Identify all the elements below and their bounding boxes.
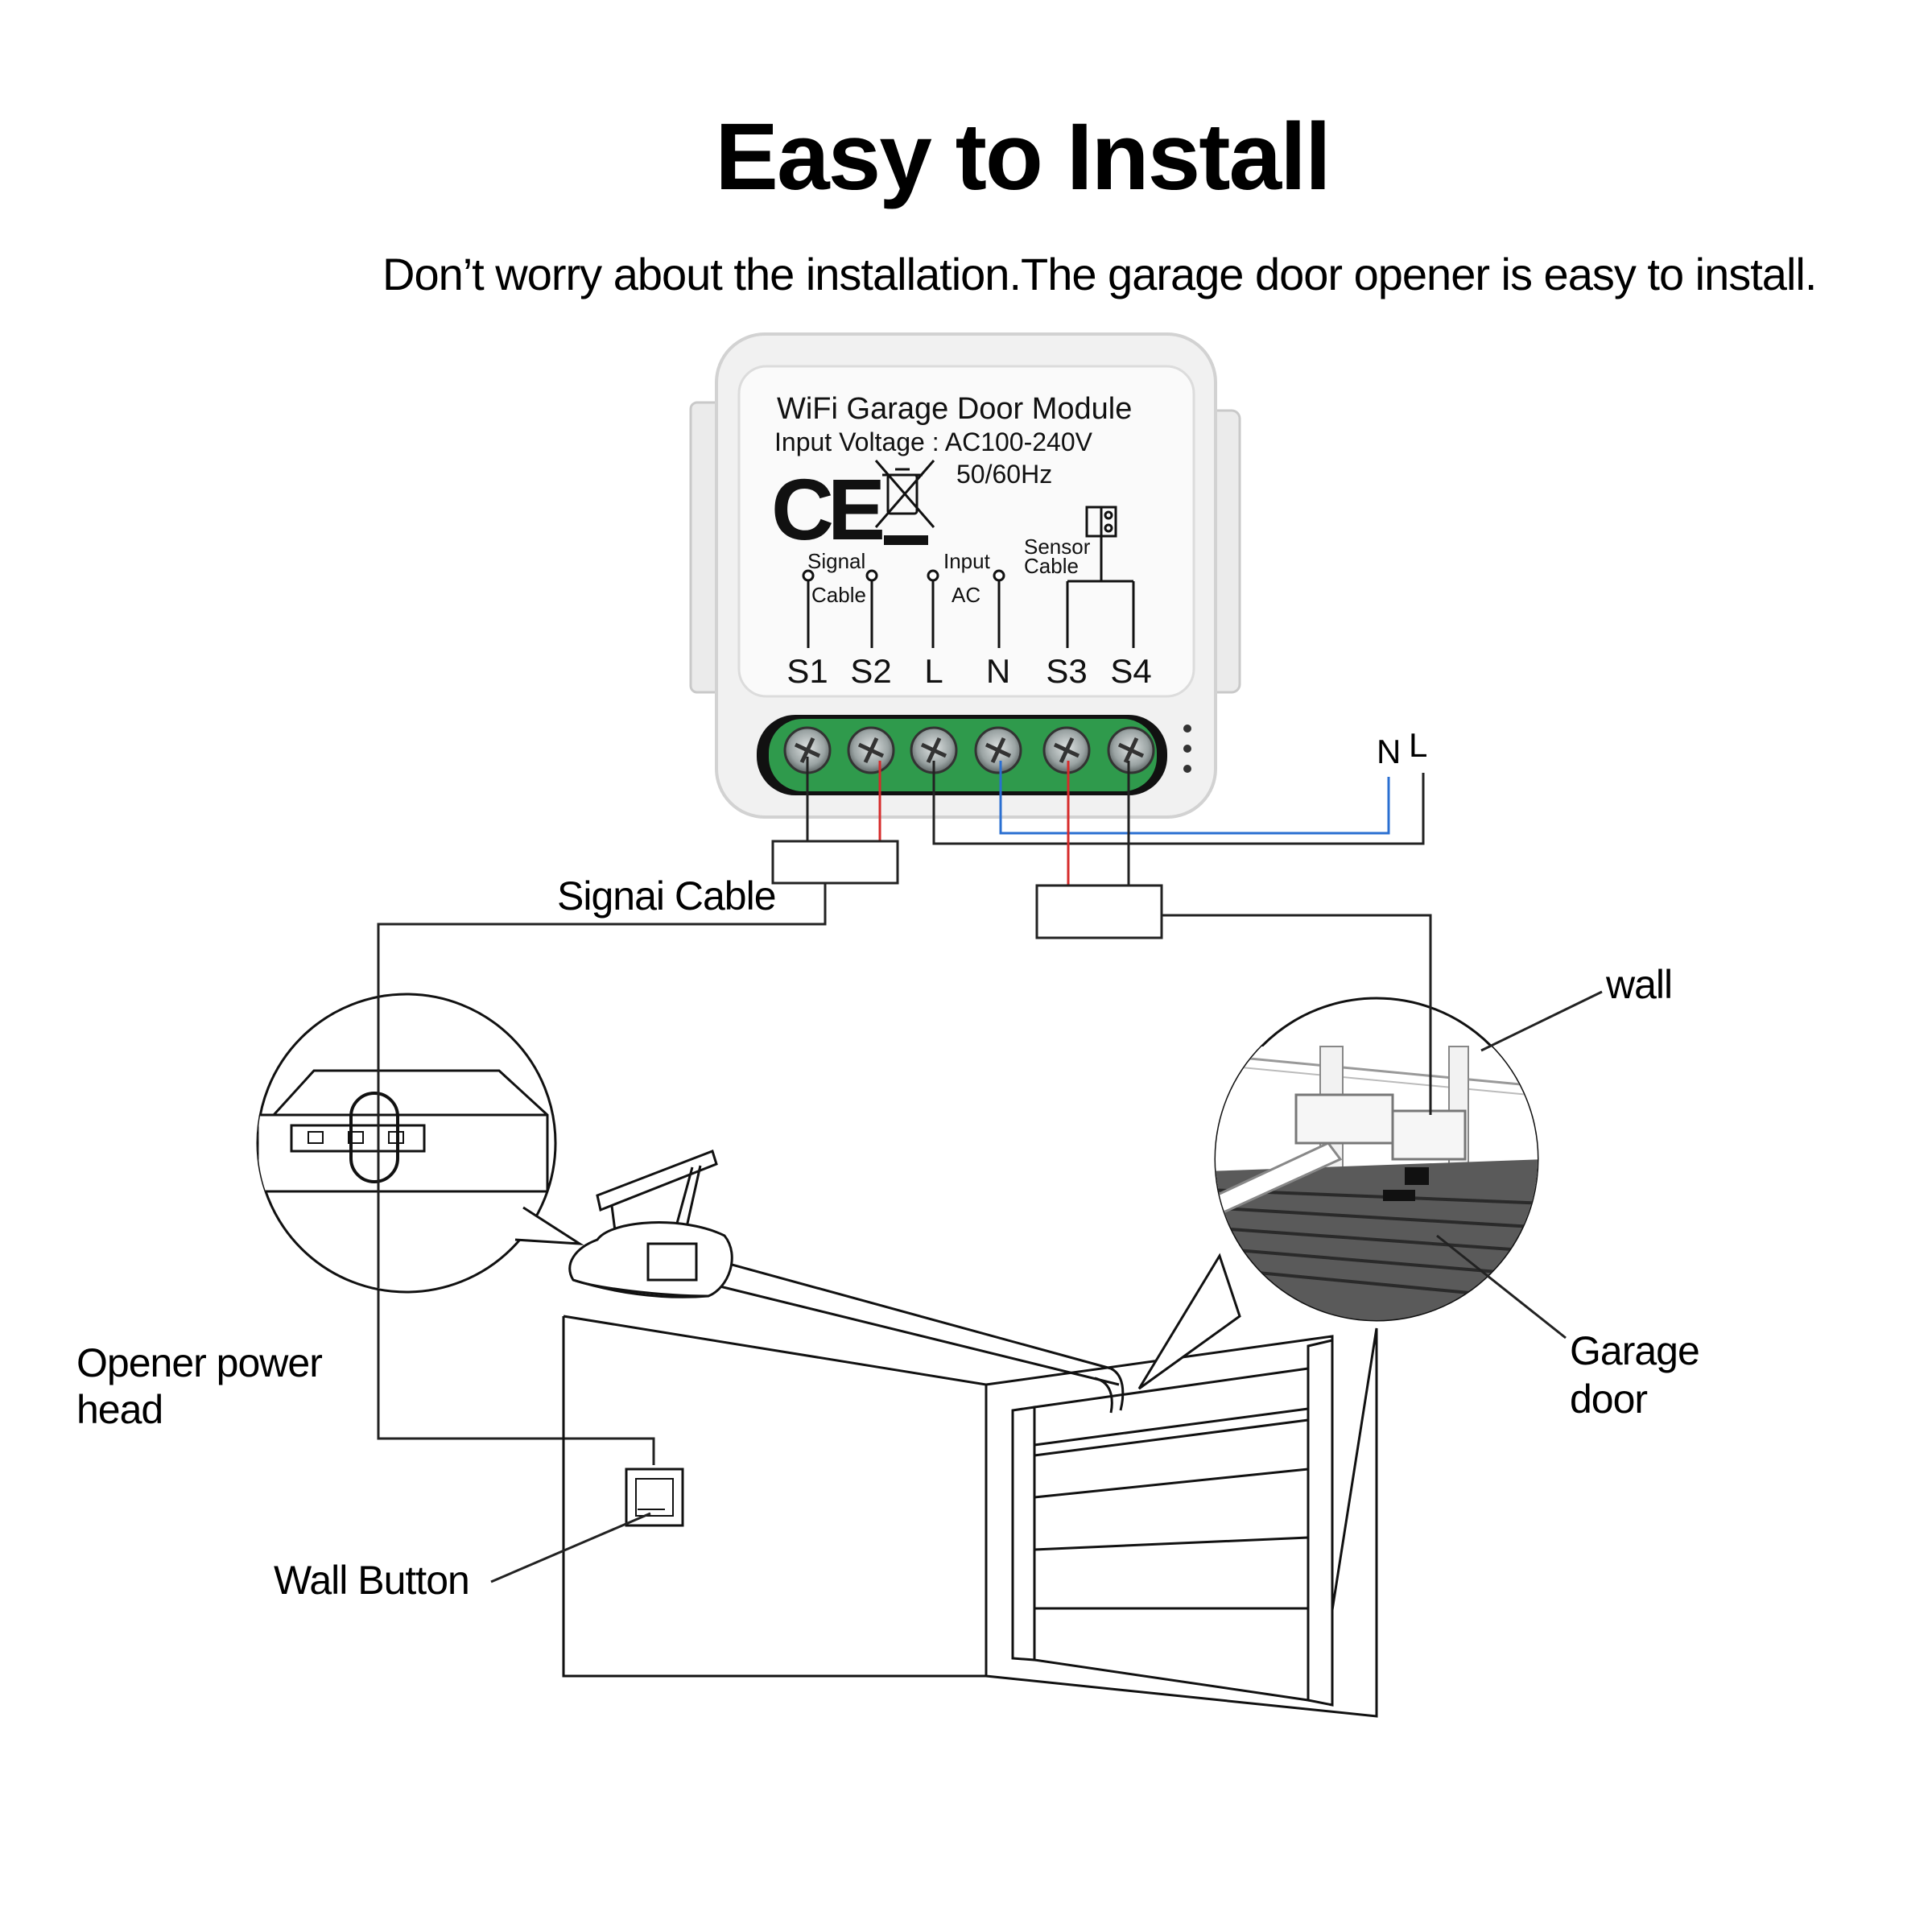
highlight-ellipse (349, 1092, 399, 1183)
label-wall: wall (1605, 962, 1672, 1007)
sensor-detail-magnifier (1137, 915, 1539, 1390)
label-garage-2: door (1570, 1377, 1647, 1422)
screw-s1-icon (783, 726, 832, 774)
terminal-label-s3: S3 (1046, 652, 1087, 690)
module-frequency: 50/60Hz (956, 460, 1052, 489)
leader-wall (1480, 990, 1603, 1052)
input-label-1: Input (943, 549, 991, 573)
garage-door (1033, 1367, 1310, 1702)
label-wall-button: Wall Button (274, 1558, 469, 1603)
wall-button (625, 1468, 684, 1527)
module-voltage: Input Voltage : AC100-240V (774, 427, 1093, 456)
screw-s2-icon (847, 726, 895, 774)
module-face (737, 365, 1195, 698)
terminal-screws (783, 726, 1155, 774)
sensor-unit (1391, 1109, 1467, 1161)
label-garage-1: Garage (1570, 1328, 1699, 1373)
screw-s3-icon (1042, 726, 1091, 774)
wire-n-blue (999, 761, 1390, 835)
screw-s4-icon (1107, 726, 1155, 774)
opener-rail-bottom (700, 1280, 1120, 1386)
leader-wall-button (490, 1512, 651, 1583)
signal-connector-box (771, 840, 899, 885)
wire-l (932, 761, 1425, 845)
terminal-pins (802, 569, 1005, 648)
page-subtitle: Don’t worry about the installation.The g… (382, 249, 1816, 299)
sensor-symbol-icon (1066, 506, 1135, 648)
mains-n-label: N (1377, 733, 1401, 770)
terminal-label-s1: S1 (786, 652, 828, 690)
opener-detail-magnifier (256, 924, 584, 1294)
input-label-2: AC (952, 583, 980, 607)
label-opener-2: head (76, 1387, 163, 1432)
sensor-connector-box (1035, 884, 1163, 939)
opener-rail-top (675, 1248, 1112, 1370)
mains-l-label: L (1409, 726, 1427, 764)
sensor-label-2: Cable (1024, 554, 1079, 578)
terminal-label-s2: S2 (850, 652, 891, 690)
terminal-label-l: L (924, 652, 943, 690)
wifi-module: WiFi Garage Door Module Input Voltage : … (689, 332, 1241, 819)
terminal-label-s4: S4 (1110, 652, 1151, 690)
page-title: Easy to Install (715, 104, 1330, 210)
garage-drawing (562, 1150, 1378, 1718)
signal-label-2: Cable (811, 583, 866, 607)
led-dots (1183, 724, 1191, 773)
weee-bin-icon (874, 460, 935, 528)
door-jamb-right (1307, 1339, 1334, 1707)
label-opener-1: Opener power (76, 1340, 322, 1385)
leader-garage-door (1436, 1234, 1567, 1340)
module-name: WiFi Garage Door Module (777, 392, 1132, 426)
signal-label-1: Signal (807, 549, 865, 573)
screw-l-icon (910, 726, 958, 774)
weee-bar (884, 535, 928, 545)
screw-n-icon (974, 726, 1022, 774)
opener-mount (596, 1150, 718, 1212)
signal-cable-label: Signai Cable (557, 873, 776, 919)
sensor-label-1: Sensor (1024, 535, 1091, 559)
terminal-label-n: N (986, 652, 1010, 690)
ce-mark: CE (771, 460, 882, 558)
door-jamb-left (1011, 1406, 1036, 1662)
